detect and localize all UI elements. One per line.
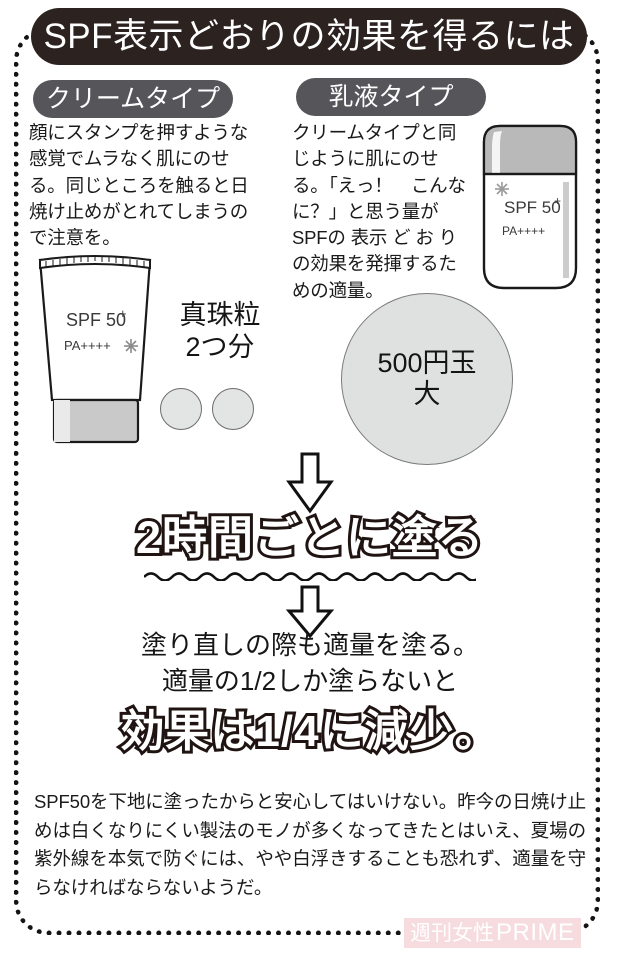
pearl-circle [212, 388, 254, 430]
brand-logo: 週刊女性 PRIME [404, 918, 581, 948]
reapply-statement-line2: 適量の1/2しか塗らないと [161, 665, 459, 696]
pearl-circle [160, 388, 202, 430]
svg-text:+: + [119, 306, 127, 321]
lotion-type-description: クリームタイプと同じように肌にのせる。「えっ！ こんなに？」と思う量がSPFの … [292, 122, 466, 301]
reapply-statement: 塗り直しの際も適量を塗る。 適量の1/2しか塗らないと [0, 628, 620, 700]
wavy-underline [144, 572, 476, 581]
footer-paragraph: SPF50を下地に塗ったからと安心してはいけない。昨今の日焼け止めは白くなりにく… [34, 791, 586, 899]
svg-text:PA++++: PA++++ [64, 338, 111, 353]
sun-sparkle-icon [495, 182, 509, 196]
svg-text:SPF 50: SPF 50 [504, 198, 561, 217]
brand-logo-jp: 週刊女性 [410, 921, 494, 945]
svg-text:SPF 50: SPF 50 [66, 310, 126, 330]
down-arrow-icon [286, 452, 334, 514]
cream-amount-label: 真珠粒 2つ分 [160, 300, 280, 364]
cream-tube-icon: SPF 50 + PA++++ [38, 255, 152, 444]
down-arrow-icon [286, 585, 334, 639]
cream-amount-line1: 真珠粒 [179, 300, 261, 330]
svg-text:+: + [554, 194, 561, 208]
lotion-type-label-text: 乳液タイプ [328, 82, 454, 111]
lotion-bottle-icon: SPF 50 + PA++++ [482, 124, 578, 290]
headline-reapply: 2時間ごとに塗る [133, 512, 486, 563]
brand-logo-en: PRIME [496, 919, 575, 946]
lotion-type-label: 乳液タイプ [296, 78, 486, 116]
page-title: SPF表示どおりの効果を得るには [43, 17, 575, 56]
page-title-banner: SPF表示どおりの効果を得るには [31, 8, 587, 65]
cream-type-label-text: クリームタイプ [45, 84, 221, 113]
cream-type-label: クリームタイプ [33, 80, 233, 118]
coin-amount-line2: 大 [413, 379, 441, 409]
reapply-statement-line1: 塗り直しの際も適量を塗る。 [140, 630, 479, 660]
headline-effect-reduction: 効果は1/4に減少。 [117, 707, 501, 757]
cream-amount-line2: 2つ分 [185, 331, 255, 362]
svg-text:PA++++: PA++++ [502, 224, 545, 238]
coin-amount-line1: 500円玉 [377, 347, 477, 378]
cream-type-description: 顔にスタンプを押すような感覚でムラなく肌にのせる。同じところを触ると日焼け止めが… [29, 122, 249, 249]
sun-sparkle-icon [124, 339, 138, 353]
coin-size-circle: 500円玉 大 [341, 293, 513, 465]
